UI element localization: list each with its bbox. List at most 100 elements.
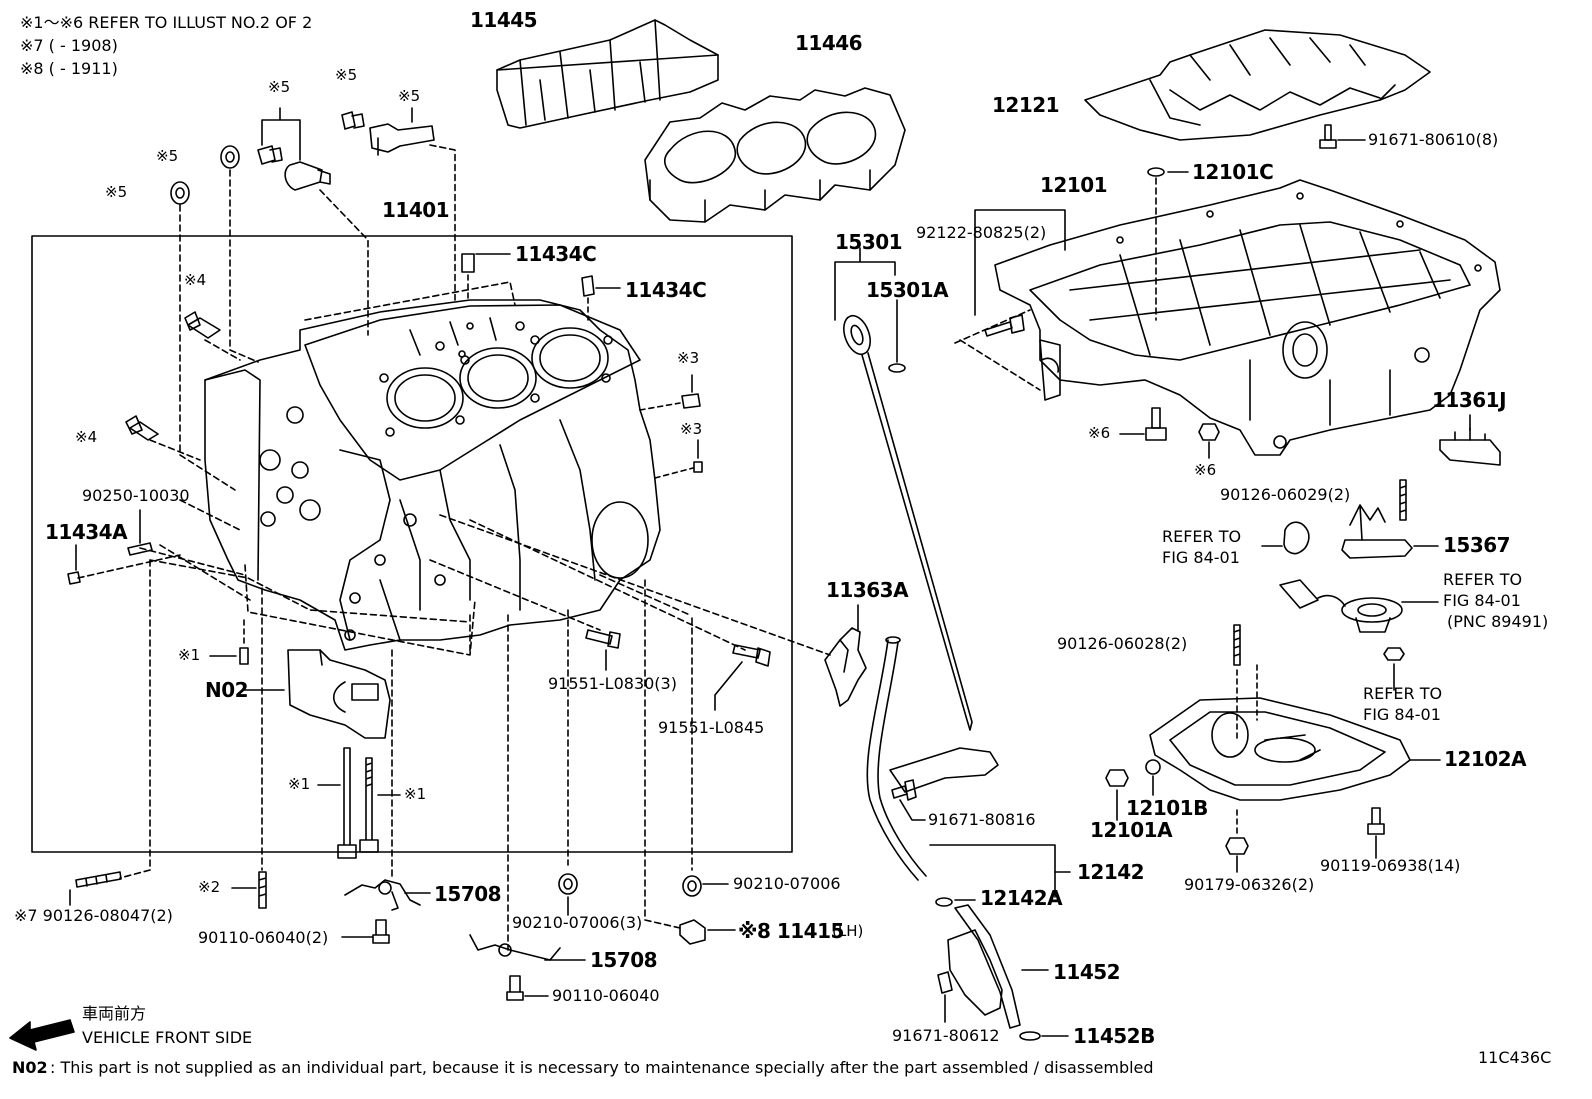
refer-label-3b[interactable]: FIG 84-01 bbox=[1363, 705, 1441, 724]
marker-m5-e: ※5 bbox=[398, 87, 421, 105]
label-11434C-2[interactable]: 11434C bbox=[625, 278, 707, 302]
oil-level-sensor bbox=[1279, 579, 1439, 633]
marker-m3-a: ※3 bbox=[677, 349, 700, 367]
label-90250-10030[interactable]: 90250-10030 bbox=[82, 486, 190, 505]
label-90126-06029[interactable]: 90126-06029(2) bbox=[1220, 485, 1351, 504]
dowel-m3b bbox=[693, 461, 703, 473]
label-91671-80816[interactable]: 91671-80816 bbox=[928, 810, 1036, 829]
refer-label-2[interactable]: REFER TO bbox=[1443, 570, 1523, 589]
label-11452B[interactable]: 11452B bbox=[1073, 1024, 1155, 1048]
label-15301[interactable]: 15301 bbox=[835, 230, 903, 254]
valve-m5d bbox=[284, 161, 331, 191]
dowel-m1a bbox=[239, 647, 249, 665]
plug-11415 bbox=[679, 919, 706, 945]
label-91671-80612[interactable]: 91671-80612 bbox=[892, 1026, 1000, 1045]
bolt-91551-L0845 bbox=[732, 644, 771, 667]
oring-11452B bbox=[1019, 1031, 1041, 1041]
part-11363A-shape bbox=[824, 627, 867, 707]
label-12101A[interactable]: 12101A bbox=[1090, 818, 1173, 842]
marker-m1-a: ※1 bbox=[178, 646, 201, 664]
label-91551-L0845[interactable]: 91551-L0845 bbox=[658, 718, 765, 737]
label-12142[interactable]: 12142 bbox=[1077, 860, 1145, 884]
label-12121[interactable]: 12121 bbox=[992, 93, 1060, 117]
stud-90126-06028 bbox=[1233, 624, 1241, 666]
bolt-91671-80612 bbox=[937, 971, 953, 994]
marker-m5-b: ※5 bbox=[156, 147, 179, 165]
label-15708-1[interactable]: 15708 bbox=[434, 882, 502, 906]
label-11401[interactable]: 11401 bbox=[382, 198, 450, 222]
refer-label-3[interactable]: REFER TO bbox=[1363, 684, 1443, 703]
label-90210-07006-b[interactable]: 90210-07006(3) bbox=[512, 913, 643, 932]
label-11434A[interactable]: 11434A bbox=[45, 520, 128, 544]
pin-90250-10030 bbox=[127, 542, 153, 556]
label-91551-L0830[interactable]: 91551-L0830(3) bbox=[548, 674, 677, 693]
refer-label-2c[interactable]: (PNC 89491) bbox=[1447, 612, 1549, 631]
gasket-outline bbox=[1283, 521, 1310, 555]
label-12101C[interactable]: 12101C bbox=[1192, 160, 1274, 184]
oil-jet-15708-2 bbox=[469, 934, 561, 961]
part-12121-shape bbox=[1084, 29, 1431, 141]
header-note-1: ※1～※6 REFER TO ILLUST NO.2 OF 2 bbox=[20, 13, 313, 32]
part-11361J-shape bbox=[1439, 414, 1501, 466]
header-note-2: ※7 ( - 1908) bbox=[20, 36, 118, 55]
label-90126-06028[interactable]: 90126-06028(2) bbox=[1057, 634, 1188, 653]
label-90126-08047[interactable]: ※7 90126-08047(2) bbox=[14, 906, 173, 925]
refer-label-1[interactable]: REFER TO bbox=[1162, 527, 1242, 546]
refer-label-2b[interactable]: FIG 84-01 bbox=[1443, 591, 1521, 610]
marker-m6-a: ※6 bbox=[1088, 424, 1111, 442]
marker-m5-c: ※5 bbox=[268, 78, 291, 96]
label-11415[interactable]: ※8 11415 bbox=[738, 919, 844, 943]
bolt-90110-b bbox=[506, 975, 524, 1001]
part-11445-shape bbox=[496, 19, 719, 129]
plug-m5c bbox=[257, 145, 283, 165]
refer-label-1b[interactable]: FIG 84-01 bbox=[1162, 548, 1240, 567]
label-15708-2[interactable]: 15708 bbox=[590, 948, 658, 972]
sensor-m5f bbox=[369, 123, 435, 156]
stud-m2 bbox=[258, 871, 267, 909]
label-11361J[interactable]: 11361J bbox=[1432, 388, 1507, 412]
oil-jet-15708-1 bbox=[344, 879, 421, 911]
marker-m4-a: ※4 bbox=[184, 271, 207, 289]
dowel-11434C-2 bbox=[581, 275, 595, 297]
front-side-label-en: VEHICLE FRONT SIDE bbox=[82, 1028, 253, 1047]
label-90210-07006-a[interactable]: 90210-07006 bbox=[733, 874, 841, 893]
footnote-code: N02 bbox=[12, 1058, 48, 1077]
label-12101B[interactable]: 12101B bbox=[1126, 796, 1208, 820]
label-12101[interactable]: 12101 bbox=[1040, 173, 1108, 197]
label-15367[interactable]: 15367 bbox=[1443, 533, 1511, 557]
marker-m1-b: ※1 bbox=[288, 775, 311, 793]
label-11452[interactable]: 11452 bbox=[1053, 960, 1121, 984]
label-90110-06040-b[interactable]: 90110-06040 bbox=[552, 986, 660, 1005]
bolt-m4b bbox=[125, 415, 159, 441]
label-11445[interactable]: 11445 bbox=[470, 8, 538, 32]
nut-90179-06326 bbox=[1225, 837, 1249, 855]
bolt-90119-06938 bbox=[1367, 807, 1385, 859]
label-90110-06040-a[interactable]: 90110-06040(2) bbox=[198, 928, 329, 947]
label-91671-80610[interactable]: 91671-80610(8) bbox=[1368, 130, 1499, 149]
seal-m5a bbox=[170, 181, 190, 205]
label-90179-06326[interactable]: 90179-06326(2) bbox=[1184, 875, 1315, 894]
marker-m4-b: ※4 bbox=[75, 428, 98, 446]
bolt-m5e bbox=[341, 111, 365, 130]
figure-id: 11C436C bbox=[1478, 1048, 1552, 1067]
bolt-91551-L0830 bbox=[585, 629, 621, 649]
bolt-91671-80610 bbox=[1319, 124, 1366, 149]
label-92122-80825[interactable]: 92122-80825(2) bbox=[916, 223, 1047, 242]
marker-m3-b: ※3 bbox=[680, 420, 703, 438]
label-90119-06938[interactable]: 90119-06938(14) bbox=[1320, 856, 1461, 875]
marker-m5-a: ※5 bbox=[105, 183, 128, 201]
part-15301-dipstick bbox=[834, 247, 973, 731]
label-12142A[interactable]: 12142A bbox=[980, 886, 1063, 910]
plug-12101A bbox=[1105, 769, 1129, 787]
label-11446[interactable]: 11446 bbox=[795, 31, 863, 55]
bolt-91671-80816 bbox=[891, 779, 917, 801]
label-12102A[interactable]: 12102A bbox=[1444, 747, 1527, 771]
label-11363A[interactable]: 11363A bbox=[826, 578, 909, 602]
bolt-m1c bbox=[359, 757, 379, 853]
label-15301A[interactable]: 15301A bbox=[866, 278, 949, 302]
label-11434C-1[interactable]: 11434C bbox=[515, 242, 597, 266]
part-11446-shape bbox=[644, 87, 906, 223]
oring-12101C bbox=[1147, 167, 1165, 177]
label-N02[interactable]: N02 bbox=[205, 678, 249, 702]
